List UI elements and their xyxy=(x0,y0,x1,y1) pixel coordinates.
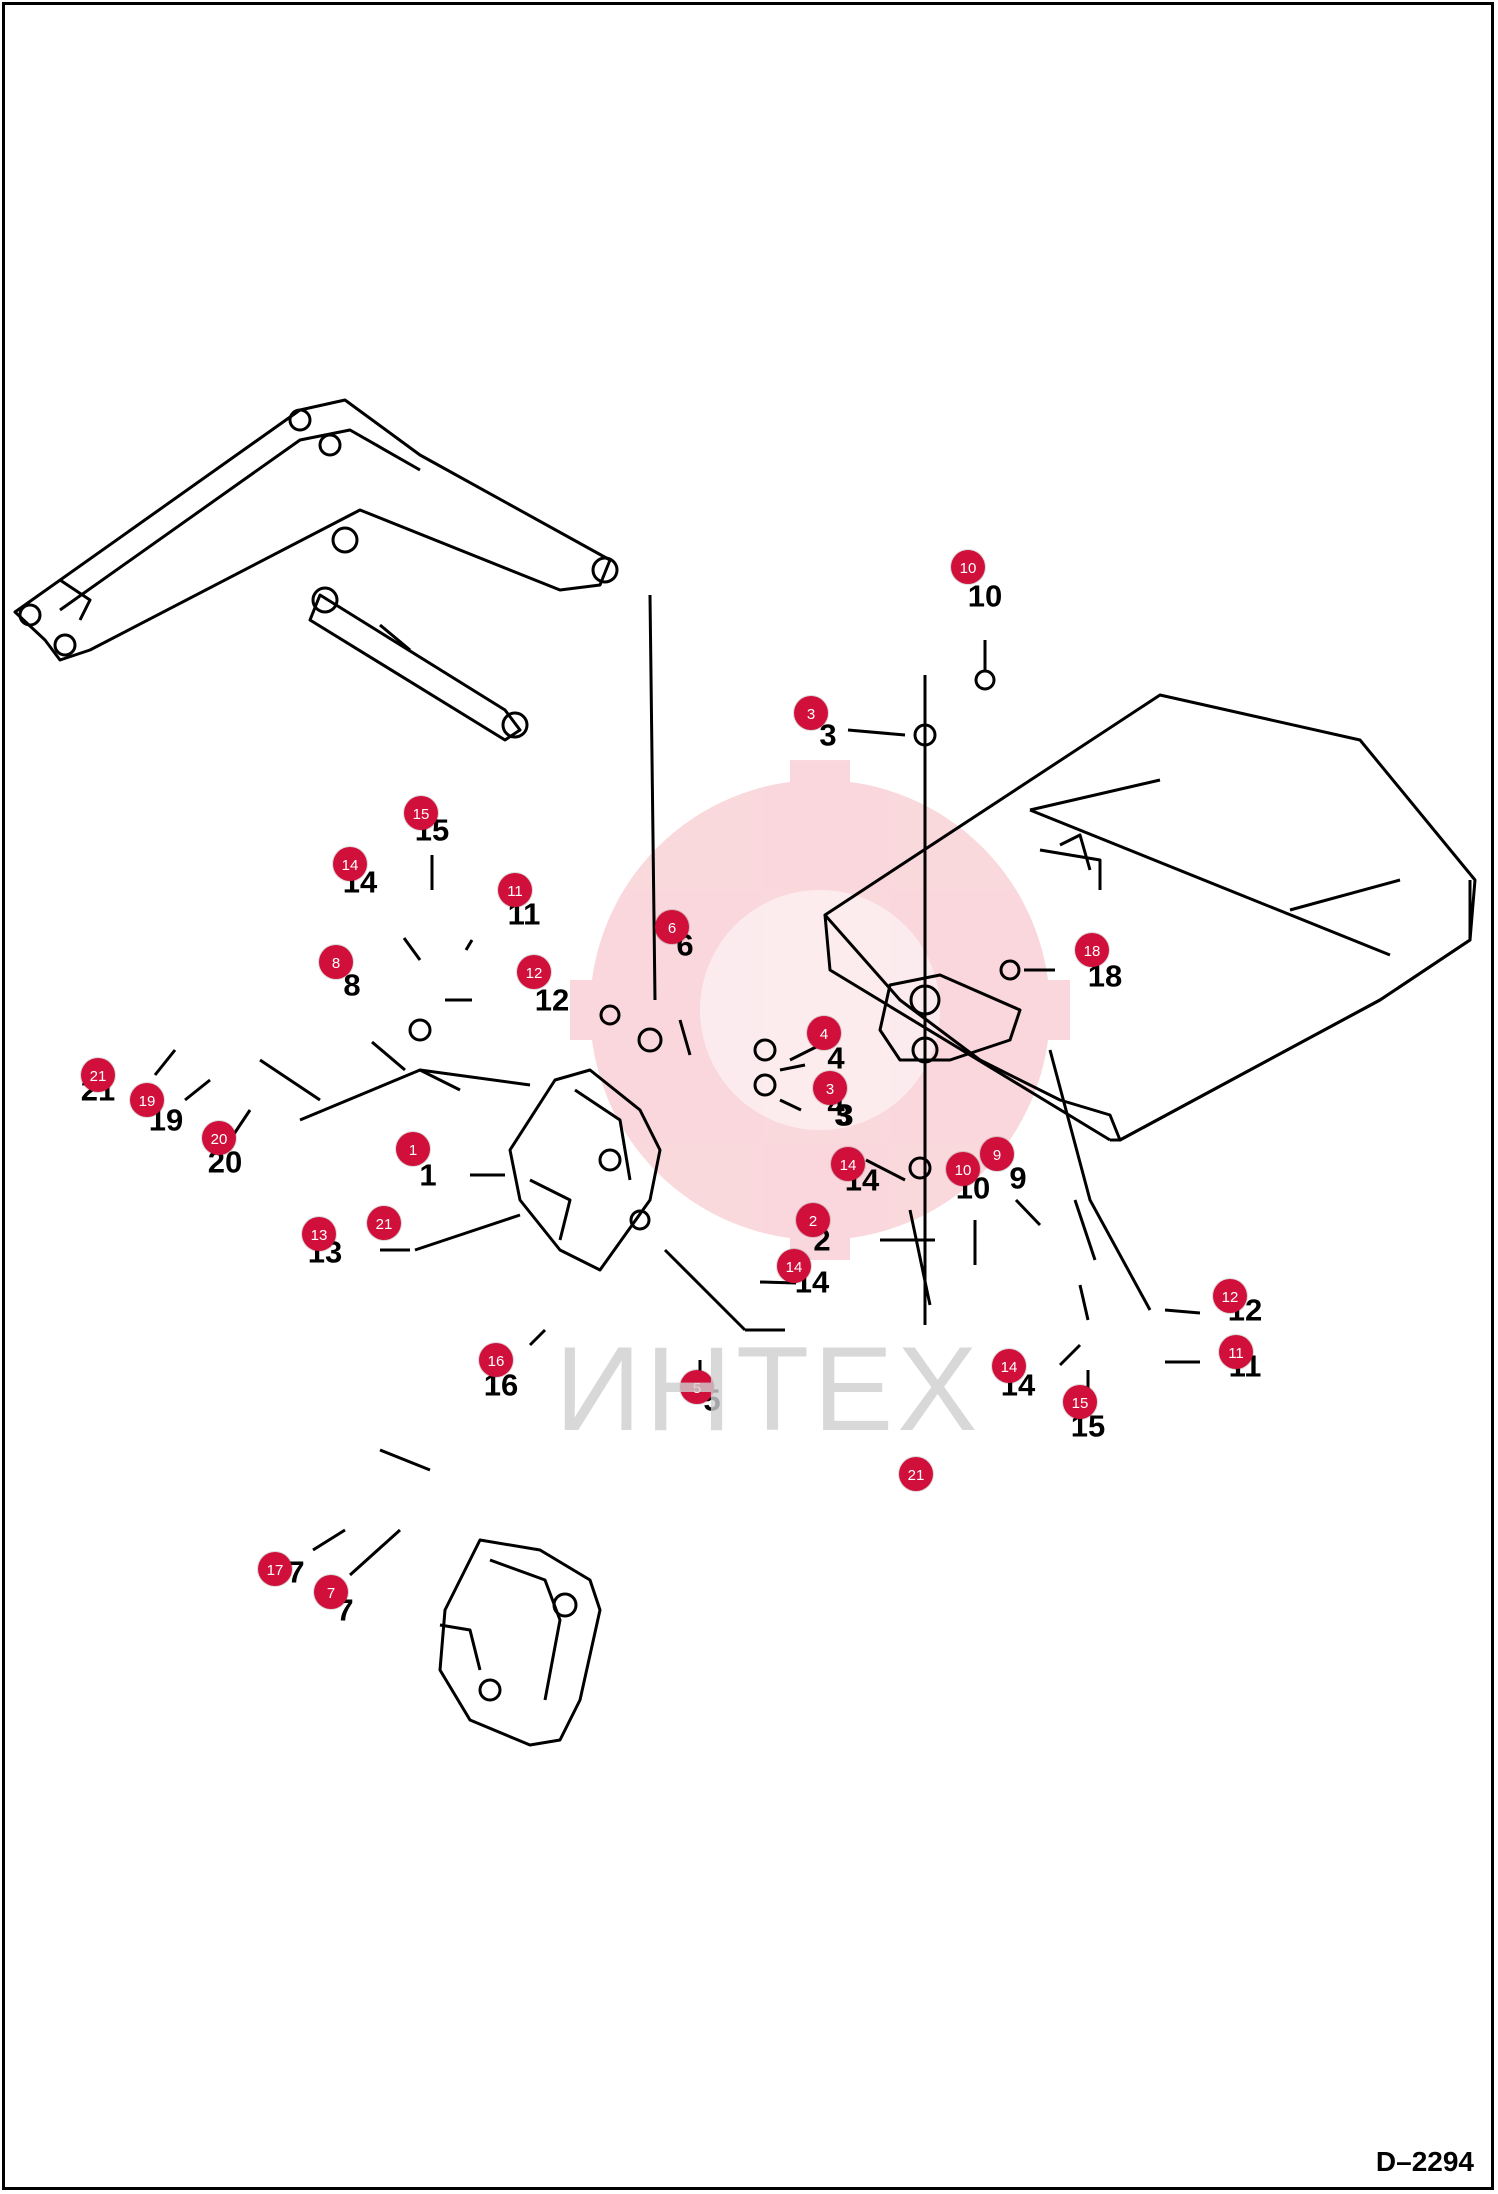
callout-8[interactable]: 8 xyxy=(319,945,353,979)
callout-18[interactable]: 18 xyxy=(1075,933,1109,967)
callout-3-top[interactable]: 3 xyxy=(794,696,828,730)
callout-14-low[interactable]: 14 xyxy=(777,1249,811,1283)
callout-14-mid[interactable]: 14 xyxy=(831,1147,865,1181)
swing-bracket xyxy=(508,1068,662,1272)
callout-21-bottom[interactable]: 21 xyxy=(899,1457,933,1491)
callout-19[interactable]: 19 xyxy=(130,1083,164,1117)
callout-17[interactable]: 17 xyxy=(258,1552,292,1586)
pin-5 xyxy=(663,1248,747,1332)
callout-11-left[interactable]: 11 xyxy=(498,873,532,907)
label-10-top: 10 xyxy=(967,578,1003,614)
pin-9 xyxy=(1073,1199,1097,1261)
callout-10-right[interactable]: 10 xyxy=(946,1152,980,1186)
callout-5[interactable]: 5 xyxy=(680,1370,714,1404)
label-12-left: 12 xyxy=(534,982,570,1018)
callout-7[interactable]: 7 xyxy=(314,1575,348,1609)
callout-15-left[interactable]: 15 xyxy=(404,796,438,830)
callout-10-top[interactable]: 10 xyxy=(951,550,985,584)
label-8: 8 xyxy=(343,967,361,1003)
callout-21-mid[interactable]: 21 xyxy=(367,1206,401,1240)
washer-3-right xyxy=(908,1156,932,1180)
label-3-mid: 3 xyxy=(834,1097,852,1133)
callout-12-right[interactable]: 12 xyxy=(1213,1279,1247,1313)
label-3-right: 3 xyxy=(836,1097,854,1133)
machine-platform xyxy=(823,693,1477,1142)
pin-2 xyxy=(908,1209,932,1306)
callout-4[interactable]: 4 xyxy=(807,1016,841,1050)
pin-7 xyxy=(379,1448,431,1472)
label-1: 1 xyxy=(419,1157,437,1193)
callout-14-left[interactable]: 14 xyxy=(333,847,367,881)
callout-21-left[interactable]: 21 xyxy=(81,1058,115,1092)
washer-18 xyxy=(999,959,1021,981)
callout-9[interactable]: 9 xyxy=(980,1137,1014,1171)
pin-20 xyxy=(259,1058,321,1102)
boom-arm xyxy=(13,398,619,662)
callout-15-right[interactable]: 15 xyxy=(1063,1385,1097,1419)
washer-10-top xyxy=(974,669,996,691)
drawing-code: D–2294 xyxy=(1375,2146,1474,2177)
callout-2[interactable]: 2 xyxy=(796,1203,830,1237)
label-9: 9 xyxy=(1009,1160,1027,1196)
callout-1[interactable]: 1 xyxy=(396,1132,430,1166)
callout-11-right[interactable]: 11 xyxy=(1219,1335,1253,1369)
callout-6[interactable]: 6 xyxy=(655,910,689,944)
label-3-top: 3 xyxy=(819,717,837,753)
callout-13[interactable]: 13 xyxy=(302,1217,336,1251)
callout-16[interactable]: 16 xyxy=(479,1343,513,1377)
swing-casting xyxy=(438,1538,602,1747)
callout-3-mid[interactable]: 3 xyxy=(813,1071,847,1105)
watermark-text: ИНТЕХ xyxy=(555,1322,982,1456)
callout-20[interactable]: 20 xyxy=(202,1121,236,1155)
callout-12-left[interactable]: 12 xyxy=(517,955,551,989)
label-4a: 4 xyxy=(827,1040,845,1076)
hydraulic-cylinder xyxy=(308,586,529,742)
label-7a: 7 xyxy=(287,1554,305,1590)
callout-14-right[interactable]: 14 xyxy=(992,1349,1026,1383)
